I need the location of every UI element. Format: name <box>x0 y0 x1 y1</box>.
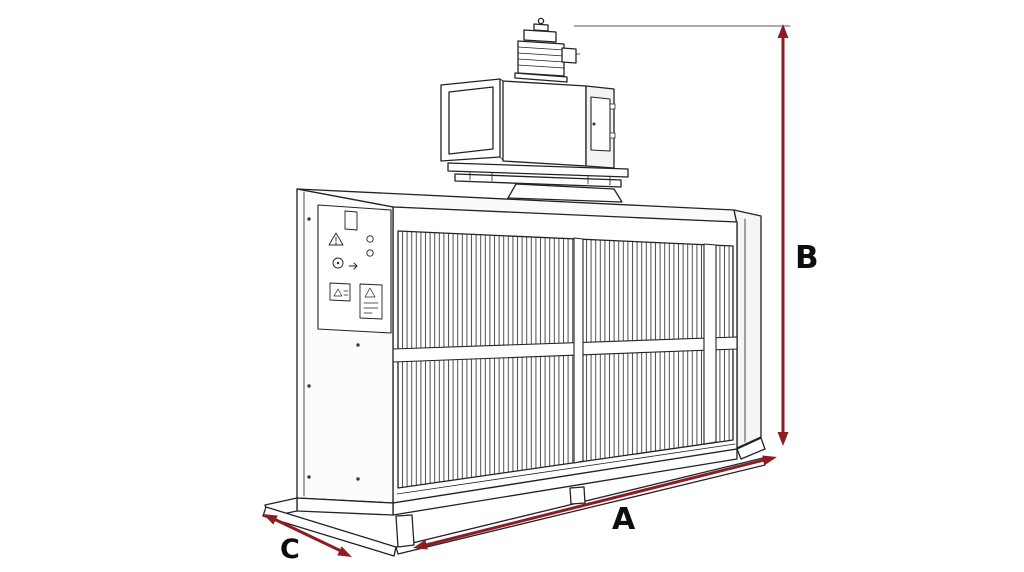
arrow-symbol-head <box>353 262 358 270</box>
skid-left-face <box>262 506 397 557</box>
motor-top-knob <box>533 23 549 32</box>
door-hinge-bottom <box>609 132 616 139</box>
motor-eyebolt <box>537 17 545 25</box>
motor-fin-line <box>517 46 565 51</box>
flange-bolts <box>469 171 611 186</box>
motor-fin-line <box>517 58 565 63</box>
right-post <box>703 243 717 445</box>
depth-arrowhead-left <box>263 514 278 525</box>
door-handle-dot <box>592 122 596 126</box>
warning-label-triangle-icon <box>364 287 376 298</box>
fan-base-flange-lower <box>454 173 622 188</box>
screw-dot <box>356 477 360 481</box>
motor-fin-line <box>517 64 565 69</box>
dimension-arrow-height <box>777 24 789 446</box>
dimension-arrow-depth <box>263 514 352 557</box>
screw-dot <box>307 217 311 221</box>
rotation-symbol-dot <box>336 261 340 265</box>
inlet-duct-opening <box>448 86 494 155</box>
roof-transition-collar <box>507 183 623 203</box>
dimension-label-width: A <box>612 502 636 537</box>
door-hinge-top <box>609 103 616 110</box>
motor-fins <box>517 46 565 69</box>
panel-button-2 <box>366 249 374 257</box>
fan-motor-unit <box>440 17 629 203</box>
dimension-arrows <box>263 24 789 557</box>
bottom-rail-inner-line <box>396 443 736 495</box>
filter-wall-hatched-area <box>397 230 734 489</box>
width-arrowhead-left <box>413 539 428 550</box>
screw-dot <box>307 475 311 479</box>
right-base-corner <box>736 437 766 460</box>
height-arrowhead-bottom <box>777 432 789 446</box>
panel-display <box>344 210 358 231</box>
info-label-triangle-icon <box>333 288 343 297</box>
machine-line-art <box>262 17 791 557</box>
housing-access-door <box>590 96 611 152</box>
screw-dots <box>307 217 360 481</box>
width-dimension-line <box>425 458 765 547</box>
motor-cap <box>523 29 557 43</box>
base-leg-center <box>569 486 586 505</box>
center-mullion <box>573 237 584 464</box>
depth-arrowhead-right <box>337 546 352 557</box>
depth-dimension-line <box>273 517 342 553</box>
motor-fin-line <box>517 52 565 57</box>
fan-housing-front <box>502 80 587 167</box>
dimension-label-height: B <box>795 240 819 276</box>
base-leg-left <box>395 514 415 548</box>
warning-label-plate <box>359 283 383 320</box>
booth-right-end <box>733 209 762 449</box>
screw-dot <box>356 343 360 347</box>
width-arrowhead-right <box>762 455 777 466</box>
motor-body <box>517 40 565 77</box>
height-arrowhead-top <box>777 24 789 38</box>
panel-button-1 <box>366 235 374 243</box>
fan-base-flange-upper <box>447 162 629 178</box>
dimension-label-depth: C <box>280 534 300 565</box>
screw-dot <box>307 384 311 388</box>
dimension-arrow-width <box>413 455 777 550</box>
motor-junction-box <box>561 47 577 64</box>
warning-exclamation-dot <box>335 242 337 244</box>
control-panel-symbols <box>328 210 383 320</box>
